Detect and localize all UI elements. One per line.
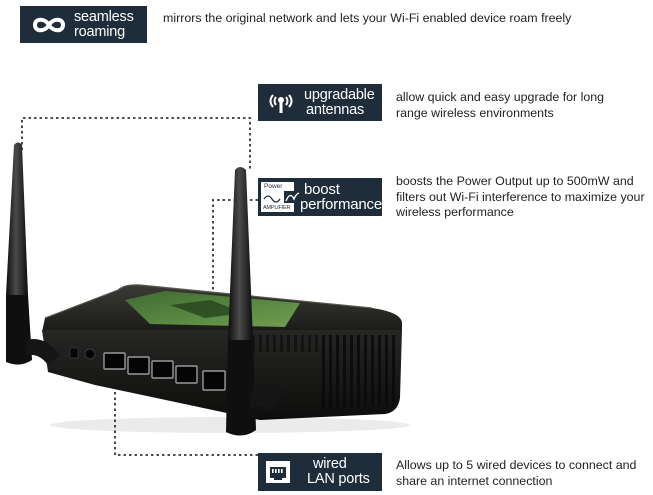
boost-performance-title-line1: boost (303, 181, 340, 198)
wired-lan-title-line2: LAN ports (307, 471, 370, 487)
boost-performance-description: boosts the Power Output up to 500mW and … (396, 174, 645, 221)
upgradable-antennas-title-line2: antennas (306, 101, 365, 118)
seamless-roaming-title-line2: roaming (74, 23, 125, 40)
wired-lan-ports-badge: wired LAN ports (258, 453, 382, 491)
power-amplifier-icon-label-bottom: AMPLIFIER (263, 205, 291, 211)
upgradable-antennas-description: allow quick and easy upgrade for long ra… (396, 90, 604, 121)
power-amplifier-icon: Power AMPLIFIER (261, 182, 300, 212)
upgradable-antennas-badge: upgradable antennas (258, 84, 382, 121)
seamless-roaming-desc-line1: mirrors the original network and lets yo… (163, 11, 572, 25)
upgradable-antennas-title-line1: upgradable (304, 86, 375, 103)
boost-performance-desc-line1: boosts the Power Output up to 500mW and (396, 174, 634, 188)
upgradable-antennas-desc-line2: range wireless environments (396, 105, 554, 120)
wired-lan-ports-description: Allows up to 5 wired devices to connect … (396, 458, 636, 489)
seamless-roaming-badge: seamless roaming (20, 6, 147, 43)
wired-lan-title-line1: wired (313, 456, 347, 472)
antenna-signal-icon (269, 93, 293, 113)
lan-ports (103, 352, 226, 391)
right-antenna (226, 167, 285, 436)
upgradable-antennas-desc-line1: allow quick and easy upgrade for long (396, 90, 605, 104)
leader-lines (21, 117, 258, 456)
leader-line-performance (212, 199, 258, 300)
boost-performance-title-line2: performance (299, 196, 382, 213)
seamless-roaming-description: mirrors the original network and lets yo… (163, 11, 571, 27)
seamless-roaming-title-line1: seamless (74, 8, 134, 25)
ethernet-port-icon (266, 461, 290, 483)
boost-performance-badge: Power AMPLIFIER boost performance (258, 178, 382, 216)
leader-line-lan (114, 370, 258, 456)
wired-lan-desc-line1: Allows up to 5 wired devices to connect … (396, 458, 637, 472)
power-amplifier-icon-label-top: Power (264, 183, 283, 190)
left-antenna (6, 142, 60, 365)
infinity-icon (32, 17, 66, 32)
boost-performance-desc-line3: wireless performance (396, 205, 514, 219)
boost-performance-desc-line2: filters out Wi-Fi interference to maximi… (396, 189, 645, 204)
router-body (42, 284, 410, 433)
wired-lan-desc-line2: share an internet connection (396, 473, 553, 488)
amplifier-wave-icon (263, 191, 300, 203)
leader-line-antennas (21, 117, 251, 170)
